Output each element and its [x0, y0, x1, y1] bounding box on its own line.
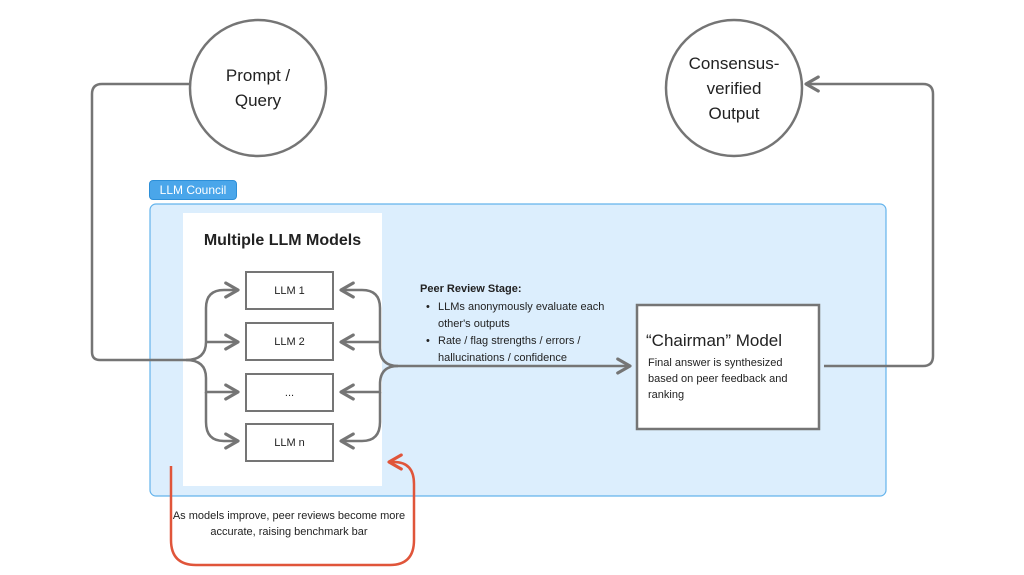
llm-box — [245, 271, 334, 310]
peer-review-list: LLMs anonymously evaluate each other's o… — [422, 299, 622, 367]
llm-box — [245, 423, 334, 462]
llm-label-1: LLM 1 — [274, 284, 305, 297]
llm-label-n: LLM n — [274, 436, 305, 449]
prompt-line-1: Prompt / — [225, 66, 291, 85]
output-line-1: Consensus- — [688, 53, 780, 73]
prompt-line-2: Query — [234, 91, 282, 110]
input-fan-arrows — [185, 281, 240, 450]
llm-label-2: LLM 2 — [274, 335, 305, 348]
llm-box — [245, 322, 334, 361]
output-node — [664, 18, 804, 158]
prompt-to-models-arrow — [90, 82, 190, 362]
peer-review-item: LLMs anonymously evaluate each other's o… — [422, 299, 622, 333]
feedback-loop-arrow — [169, 453, 416, 567]
output-node-label: Consensus- verified Output — [676, 44, 792, 132]
models-title: Multiple LLM Models — [203, 232, 362, 249]
chairman-description: Final answer is synthesized based on pee… — [648, 357, 788, 401]
council-tag: LLM Council — [149, 180, 237, 200]
feedback-loop-text: As models improve, peer reviews become m… — [172, 510, 406, 538]
output-line-2: verified — [706, 78, 762, 98]
chairman-box — [635, 303, 821, 431]
llm-box — [245, 373, 334, 412]
prompt-node — [188, 18, 328, 158]
prompt-node-label: Prompt / Query — [200, 48, 316, 128]
llm-label-ellipsis: ... — [284, 386, 295, 399]
peer-review-item: Rate / flag strengths / errors / halluci… — [422, 333, 622, 367]
peer-review-title: Peer Review Stage: — [420, 283, 522, 295]
peer-review-arrows — [339, 281, 399, 450]
chairman-to-output-arrow — [804, 75, 935, 368]
output-line-3: Output — [708, 103, 760, 123]
chairman-title: “Chairman” Model — [646, 331, 783, 350]
